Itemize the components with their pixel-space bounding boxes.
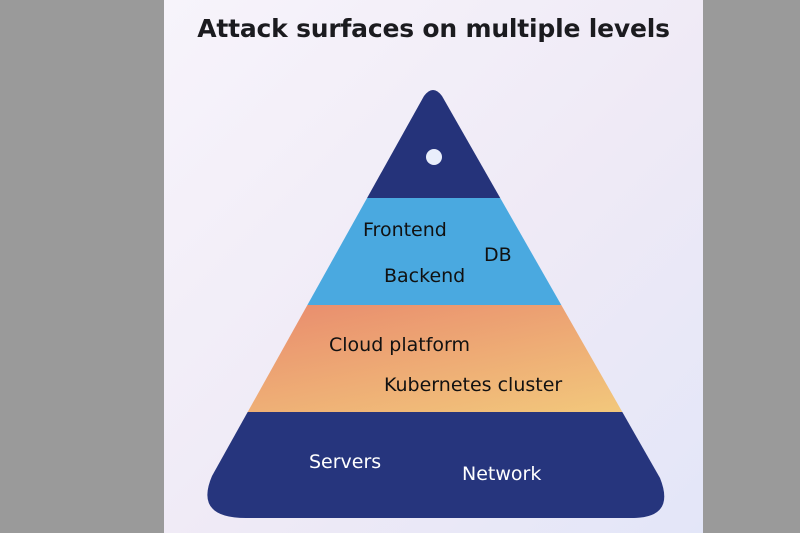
label-cloud-platform: Cloud platform (329, 334, 471, 356)
label-db: DB (484, 244, 512, 266)
pyramid-level-top (207, 90, 665, 198)
label-network: Network (462, 463, 542, 485)
pyramid-level-base (207, 412, 665, 518)
label-servers: Servers (309, 451, 382, 473)
pyramid-diagram (207, 90, 665, 518)
slide: Attack surfaces on multiple levels Front… (164, 0, 703, 533)
label-kubernetes-cluster: Kubernetes cluster (384, 374, 563, 396)
apex-dot (426, 149, 442, 165)
pyramid-level-application (207, 198, 665, 305)
label-backend: Backend (384, 265, 466, 287)
label-frontend: Frontend (363, 219, 447, 241)
slide-title: Attack surfaces on multiple levels (197, 14, 670, 43)
